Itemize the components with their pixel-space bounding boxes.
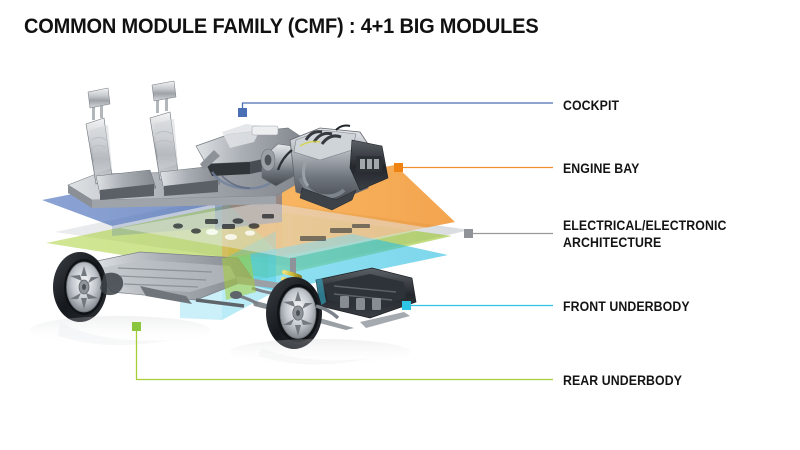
leader-cockpit — [238, 102, 553, 117]
rear-underbody-marker[interactable] — [132, 322, 141, 331]
leader-engine-bay — [394, 163, 553, 172]
leader-eea — [464, 229, 553, 238]
seat-frame-left — [85, 87, 157, 200]
rear-wheel — [53, 252, 107, 322]
page-title: COMMON MODULE FAMILY (CMF) : 4+1 BIG MOD… — [24, 14, 539, 38]
legend-label-rear-underbody: REAR UNDERBODY — [563, 373, 683, 388]
eea-marker[interactable] — [464, 229, 473, 238]
leader-front-underbody — [402, 301, 553, 310]
engine-bay-marker[interactable] — [394, 163, 403, 172]
front-underbody-marker[interactable] — [402, 301, 411, 310]
legend-label-cockpit: COCKPIT — [563, 98, 620, 113]
floor-reflection — [30, 316, 410, 365]
engine-assembly — [260, 124, 389, 211]
legend-label-front-underbody: FRONT UNDERBODY — [563, 299, 690, 314]
leader-rear-underbody — [132, 322, 553, 381]
rear-axle-wheel — [53, 251, 306, 322]
front-subframe-wheel — [230, 258, 417, 349]
cockpit-marker[interactable] — [238, 108, 247, 117]
cockpit-module — [67, 80, 301, 208]
front-wheel — [266, 277, 322, 349]
seat-frame-right — [149, 80, 221, 196]
legend-label-engine-bay: ENGINE BAY — [563, 161, 640, 176]
legend-label-electrical-electronic-architecture: ELECTRICAL/ELECTRONIC ARCHITECTURE — [563, 218, 727, 250]
floor-pan — [120, 202, 430, 258]
